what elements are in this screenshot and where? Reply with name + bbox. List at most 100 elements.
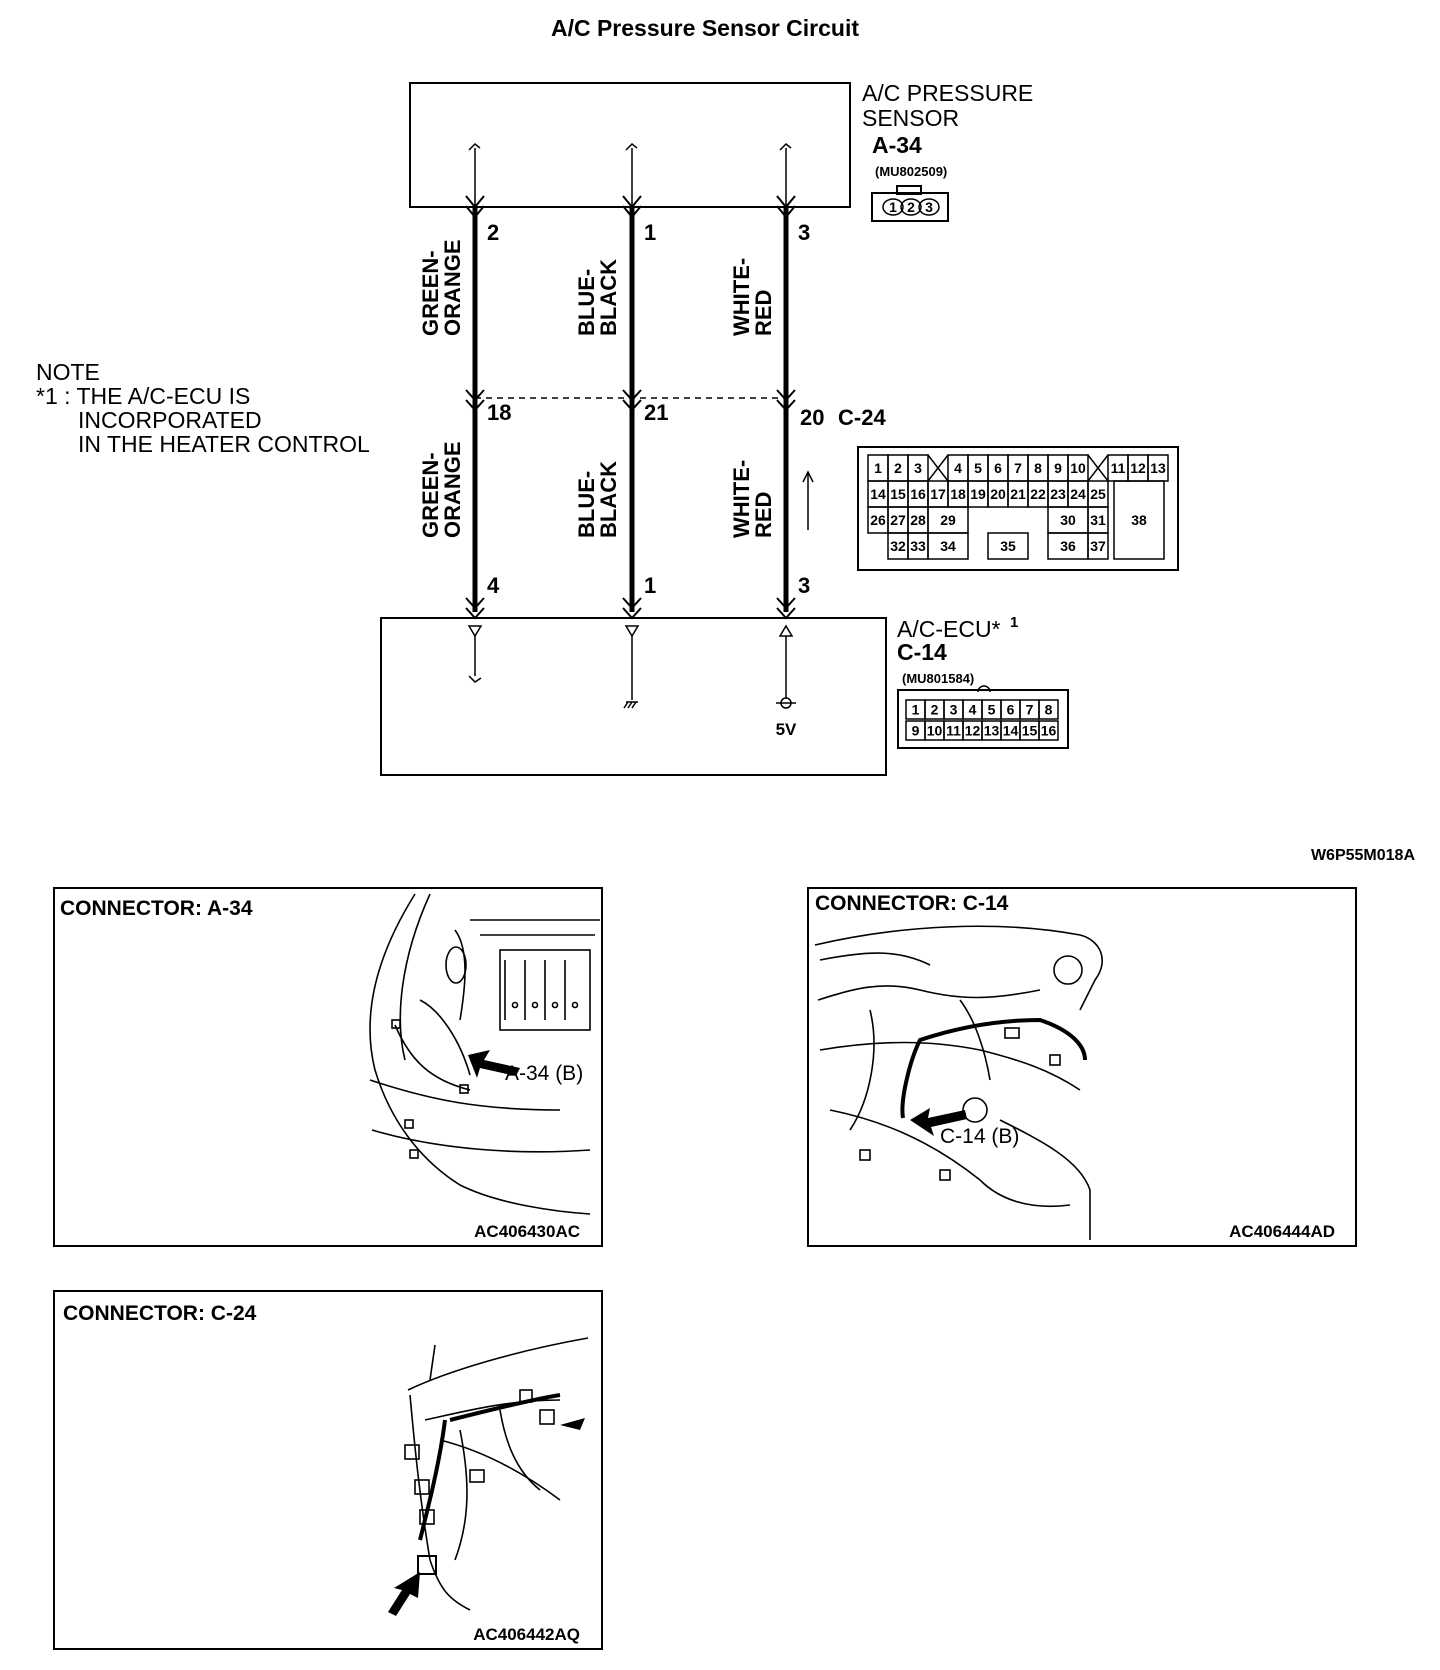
- wire-2-sensor-pin: 1: [644, 220, 656, 245]
- connector-pin-label: 4: [954, 460, 962, 476]
- current-direction-arrow-icon: [802, 470, 814, 530]
- wire-1-color-upper: GREEN- ORANGE: [418, 239, 465, 336]
- note-line-2: INCORPORATED: [78, 407, 262, 433]
- wire-2-mid-pin: 21: [644, 400, 668, 425]
- connector-pin-label: 12: [1130, 460, 1146, 476]
- connector-pin-cell: [1038, 699, 1059, 720]
- panel-connector-c14: CONNECTOR: C-14 C-14 (B) AC406444AD: [807, 887, 1357, 1247]
- dashboard-harness: [900, 1017, 1087, 1119]
- svg-text:BLUE-: BLUE-: [574, 471, 599, 538]
- connector-pin-label: 1: [912, 702, 920, 718]
- sensor-name-line1: A/C PRESSURE: [862, 80, 1033, 106]
- wire-3-color-upper: WHITE- RED: [729, 258, 776, 336]
- note-line-3: IN THE HEATER CONTROL: [78, 431, 370, 457]
- connector-pin-label: 31: [1090, 512, 1106, 528]
- connector-pin-label: 38: [1131, 512, 1147, 528]
- panel-c14-arrow-icon: [910, 1108, 967, 1136]
- connector-pin-label: 16: [1041, 723, 1057, 739]
- svg-text:RED: RED: [751, 290, 776, 336]
- connector-pin-label: 18: [950, 486, 966, 502]
- panel-c24-code: AC406442AQ: [473, 1625, 580, 1644]
- wire-1-ecu-pin: 4: [487, 573, 500, 598]
- svg-text:ORANGE: ORANGE: [440, 239, 465, 336]
- page-title: A/C Pressure Sensor Circuit: [551, 15, 859, 41]
- wire-3-color-lower: WHITE- RED: [729, 460, 776, 538]
- connector-pin-label: 29: [940, 512, 956, 528]
- panel-a34-code: AC406430AC: [474, 1222, 580, 1241]
- note-heading: NOTE: [36, 359, 100, 385]
- sensor-pin-cell: 3: [925, 199, 933, 215]
- note-line-1: *1 : THE A/C-ECU IS: [36, 383, 250, 409]
- svg-text:GREEN-: GREEN-: [418, 250, 443, 336]
- connector-pin-label: 11: [946, 723, 961, 739]
- svg-text:BLUE-: BLUE-: [574, 269, 599, 336]
- panel-a34-title: CONNECTOR: A-34: [60, 897, 253, 920]
- connector-pin-label: 6: [1007, 702, 1015, 718]
- sensor-name-line2: SENSOR: [862, 105, 959, 131]
- blank-pin-cross: [927, 454, 949, 482]
- panel-a34-arrow-icon: [468, 1050, 520, 1078]
- under-dash-illustration: [404, 1337, 589, 1611]
- panel-a34-callout: A-34 (B): [505, 1062, 583, 1085]
- wire-3-sensor-pin: 3: [798, 220, 810, 245]
- ecu-part-number: (MU801584): [902, 671, 974, 686]
- sensor-id: A-34: [872, 132, 922, 158]
- connector-pin-label: 37: [1090, 538, 1106, 554]
- connector-pin-label: 34: [940, 538, 956, 554]
- connector-pin-label: 13: [984, 723, 1000, 739]
- svg-text:RED: RED: [751, 492, 776, 538]
- connector-pin-cell: [1038, 720, 1059, 741]
- connector-pin-label: 5: [988, 702, 996, 718]
- connector-pin-label: 28: [910, 512, 926, 528]
- connector-pin-label: 30: [1060, 512, 1076, 528]
- sensor-connector-face: 1 2 3: [871, 185, 949, 222]
- blank-pin-cross: [1087, 454, 1109, 482]
- connector-pin-label: 33: [910, 538, 926, 554]
- connector-pin-label: 10: [1070, 460, 1086, 476]
- connector-pin-label: 8: [1034, 460, 1042, 476]
- sensor-pin-cell: 1: [889, 199, 897, 215]
- intermediate-connector-id: C-24: [838, 405, 886, 430]
- connector-pin-label: 13: [1150, 460, 1166, 476]
- wire-3-ecu-pin: 3: [798, 573, 810, 598]
- connector-pin-label: 24: [1070, 486, 1086, 502]
- ecu-name: A/C-ECU*: [897, 616, 1001, 642]
- connector-pin-label: 22: [1030, 486, 1046, 502]
- ecu-voltage-label: 5V: [776, 720, 797, 739]
- connector-pin-label: 15: [1022, 723, 1038, 739]
- connector-pin-cell: [1087, 532, 1109, 560]
- connector-pin-label: 15: [890, 486, 906, 502]
- connector-pin-cell: [927, 532, 969, 560]
- connector-pin-label: 2: [894, 460, 902, 476]
- connector-pin-label: 27: [890, 512, 906, 528]
- engine-bay-illustration: [369, 893, 600, 1215]
- wire-3-mid-pin: 20: [800, 405, 824, 430]
- diagram-code: W6P55M018A: [1311, 847, 1415, 864]
- connector-pin-label: 4: [969, 702, 977, 718]
- wire-1-color-lower: GREEN- ORANGE: [418, 441, 465, 538]
- dashboard-illustration: [814, 925, 1104, 1240]
- connector-pin-label: 5: [974, 460, 982, 476]
- connector-pin-label: 3: [914, 460, 922, 476]
- wire-1-mid-pin: 18: [487, 400, 511, 425]
- connector-pin-label: 21: [1010, 486, 1026, 502]
- sensor-part-number: (MU802509): [875, 164, 947, 179]
- connector-pin-label: 3: [950, 702, 958, 718]
- connector-pin-label: 7: [1014, 460, 1022, 476]
- connector-pin-label: 8: [1045, 702, 1053, 718]
- wire-2-ecu-pin: 1: [644, 573, 656, 598]
- connector-pin-label: 32: [890, 538, 906, 554]
- c24-connector-in-panel: [417, 1555, 437, 1575]
- connector-pin-label: 14: [1003, 723, 1019, 739]
- connector-pin-label: 23: [1050, 486, 1066, 502]
- connector-pin-cell: [1113, 480, 1165, 560]
- svg-text:ORANGE: ORANGE: [440, 441, 465, 538]
- svg-text:BLACK: BLACK: [596, 461, 621, 538]
- connector-pin-label: 9: [912, 723, 920, 739]
- connector-pin-label: 14: [870, 486, 886, 502]
- panel-connector-a34: CONNECTOR: A-34 A-34 (B) AC406430AC: [53, 887, 603, 1247]
- panel-c14-callout: C-14 (B): [940, 1125, 1019, 1148]
- connector-pin-label: 1: [874, 460, 882, 476]
